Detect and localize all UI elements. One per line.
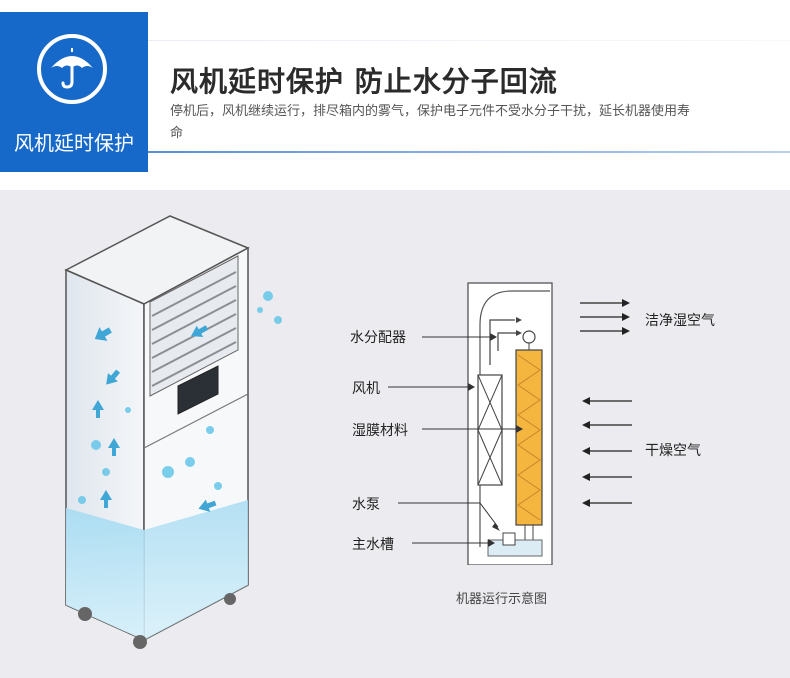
- header-divider: [148, 151, 790, 153]
- label-tank: 主水槽: [352, 537, 394, 553]
- header-top-line: [148, 40, 790, 41]
- label-dry-air: 干燥空气: [645, 443, 701, 459]
- diagram-caption: 机器运行示意图: [456, 592, 548, 607]
- label-fan: 风机: [352, 381, 380, 397]
- humidifier-illustration: [64, 215, 282, 649]
- umbrella-icon: [37, 34, 107, 104]
- label-wet-membrane: 湿膜材料: [352, 423, 408, 439]
- label-clean-air: 洁净湿空气: [645, 313, 715, 329]
- badge-label: 风机延时保护: [14, 131, 134, 155]
- operation-diagram: [388, 282, 632, 565]
- feature-badge: 风机延时保护: [0, 12, 148, 172]
- page-title: 风机延时保护 防止水分子回流: [170, 65, 558, 98]
- page-description: 停机后，风机继续运行，排尽箱内的雾气，保护电子元件不受水分子干扰，延长机器使用寿…: [170, 104, 691, 141]
- label-pump: 水泵: [352, 497, 380, 513]
- label-distributor: 水分配器: [350, 330, 406, 346]
